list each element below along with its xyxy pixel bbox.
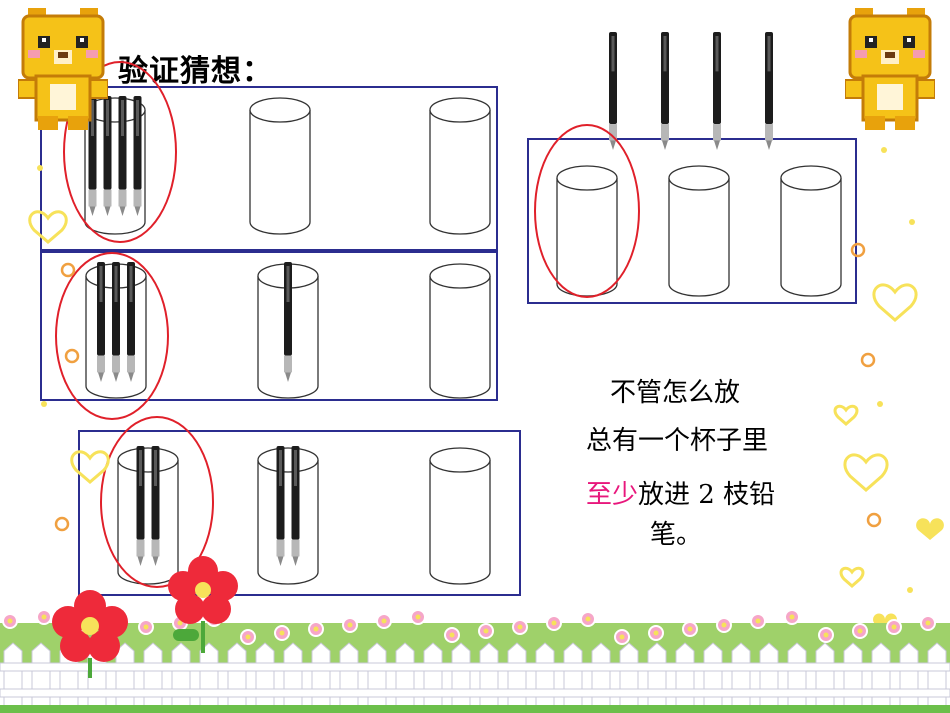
flower-center (279, 630, 285, 636)
fence-picket (143, 642, 163, 713)
flower-center (483, 628, 489, 634)
flower-center (823, 632, 829, 638)
fence-picket (731, 642, 751, 713)
fence-picket (3, 642, 23, 713)
initial-setup-box (527, 138, 857, 304)
statement-line-4: 笔。 (650, 520, 703, 550)
fence-picket (703, 642, 723, 713)
fence-picket (395, 642, 415, 713)
bear-mascot-left-icon (18, 8, 108, 130)
flower-center (755, 618, 761, 624)
flower-center (585, 616, 591, 622)
flower-center (857, 628, 863, 634)
flower-fence-border (0, 609, 950, 713)
statement-line-1: 不管怎么放 (610, 378, 741, 408)
fence-picket (927, 642, 947, 713)
fence-picket (787, 642, 807, 713)
fence-picket (619, 642, 639, 713)
fence-picket (507, 642, 527, 713)
arrangement-box-2 (40, 251, 498, 401)
pen-arr3-cup2-1 (276, 446, 285, 566)
arrangement-box-3 (78, 430, 521, 596)
fence-picket (227, 642, 247, 713)
flower-center (449, 632, 455, 638)
statement-line-2: 总有一个杯子里 (586, 426, 769, 456)
pen-above-3 (713, 32, 721, 150)
pen-above-4 (765, 32, 773, 150)
highlight-ring-arr3 (100, 416, 214, 588)
highlight-ring-initial (534, 124, 640, 298)
pen-arr2-cup2-1 (284, 262, 292, 382)
fence-picket (451, 642, 471, 713)
cup-arr3-3 (429, 447, 491, 585)
fence-picket (423, 642, 443, 713)
flower-center (313, 626, 319, 632)
flower-center (619, 634, 625, 640)
cup-initial-3 (780, 165, 842, 297)
red-flower-left-icon (52, 590, 128, 678)
highlight-ring-arr2 (55, 252, 169, 420)
fence-picket (199, 642, 219, 713)
flower-center (551, 620, 557, 626)
flower-center (517, 624, 523, 630)
bear-mascot-right-icon (845, 8, 935, 130)
fence-picket (563, 642, 583, 713)
fence-picket (367, 642, 387, 713)
fence-picket (759, 642, 779, 713)
fence-picket (255, 642, 275, 713)
fence-picket (171, 642, 191, 713)
fence-picket (283, 642, 303, 713)
cup-arr1-2 (249, 97, 311, 235)
flower-center (245, 634, 251, 640)
flower-center (687, 626, 693, 632)
red-flower-right-icon (168, 556, 238, 653)
statement-line-3: 至少放进 2 枝铅 (586, 474, 775, 511)
fence-picket (31, 642, 51, 713)
flower-center (721, 622, 727, 628)
fence-picket (647, 642, 667, 713)
flower-center (925, 620, 931, 626)
fence-picket (871, 642, 891, 713)
pen-arr3-cup2-2 (291, 446, 300, 566)
highlight-word: 至少 (586, 480, 639, 510)
flower-center (653, 630, 659, 636)
pen-above-2 (661, 32, 669, 150)
cup-arr3-2 (257, 447, 319, 585)
flower-center (789, 614, 795, 620)
flower-center (347, 622, 353, 628)
flower-center (891, 624, 897, 630)
fence-picket (479, 642, 499, 713)
fence-picket (899, 642, 919, 713)
flower-center (177, 620, 183, 626)
fence-picket (815, 642, 835, 713)
statement-line-3-rest: 放进 2 枝铅 (638, 480, 776, 510)
cup-arr1-3 (429, 97, 491, 235)
flower-center (143, 624, 149, 630)
fence-picket (311, 642, 331, 713)
fence-picket (675, 642, 695, 713)
flower-center (415, 614, 421, 620)
fence-picket (591, 642, 611, 713)
fence-picket (535, 642, 555, 713)
flower-center (381, 618, 387, 624)
fence-picket (843, 642, 863, 713)
flower-center (41, 614, 47, 620)
cup-arr2-3 (429, 263, 491, 399)
highlight-ring-arr1 (63, 61, 177, 243)
fence-picket (339, 642, 359, 713)
cup-initial-2 (668, 165, 730, 297)
flower-center (7, 618, 13, 624)
